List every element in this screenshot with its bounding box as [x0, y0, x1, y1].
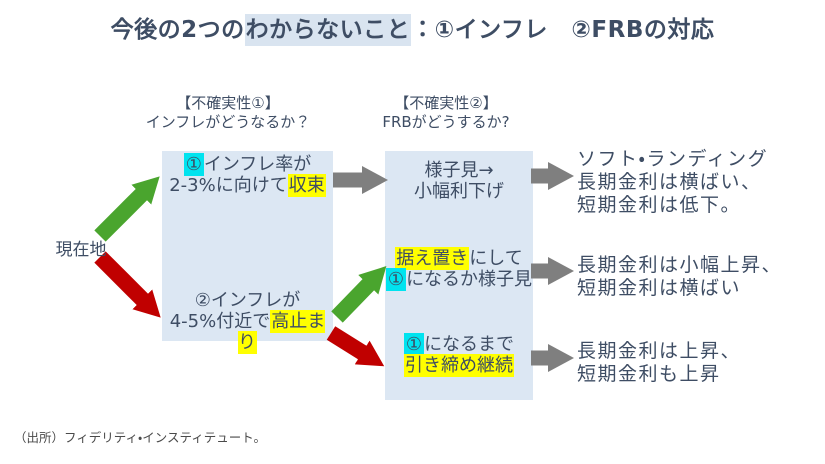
outcome1-text: ソフト・ランディング長期金利は横ばい、短期金利は低下。	[577, 148, 768, 217]
text-line: 据え置きにして	[395, 247, 523, 270]
text-line: 小幅利下げ	[414, 181, 504, 202]
text-line: 様子見→	[424, 160, 494, 181]
uncertainty1-header: 【不確実性①】 インフレがどうなるか？	[118, 94, 338, 132]
red-arrow-scenario2-to-tighten	[326, 326, 385, 367]
green-arrow-scenario2-to-hold	[331, 266, 387, 323]
page-title: 今後の2つのわからないこと：①インフレ ②FRBの対応	[0, 10, 825, 46]
text-line: 長期金利は横ばい、	[577, 171, 762, 193]
text-line: 引き締め継続	[404, 354, 514, 377]
source-note: （出所）フィデリティ・インスティテュート。	[14, 430, 267, 445]
red-arrow-current-to-scenario2	[94, 251, 161, 318]
uncertainty1-header-line1: 【不確実性①】	[176, 94, 280, 112]
uncertainty2-header-line1: 【不確実性②】	[394, 94, 498, 112]
text-line: ソフト・ランディング	[577, 148, 769, 170]
text-line: 短期金利は低下。	[577, 194, 742, 216]
title-pre: 今後の2つの	[110, 17, 245, 43]
frb-response1-text: 様子見→小幅利下げ	[385, 160, 533, 202]
green-arrow-current-to-scenario1	[94, 176, 160, 242]
uncertainty2-header-line2: FRBがどうするか?	[382, 113, 510, 131]
title-post: ：①インフレ ②FRBの対応	[411, 17, 715, 43]
uncertainty1-header-line2: インフレがどうなるか？	[145, 113, 311, 131]
text-line: 2-3%に向けて収束	[169, 174, 326, 197]
text-line: 長期金利は上昇、	[577, 340, 742, 362]
uncertainty2-header: 【不確実性②】 FRBがどうするか?	[336, 94, 556, 132]
outcome3-text: 長期金利は上昇、短期金利も上昇	[577, 340, 741, 386]
text-line: 短期金利は横ばい	[577, 277, 742, 299]
current-location-label: 現在地	[55, 240, 107, 260]
text-line: 4-5%付近で高止まり	[169, 310, 326, 354]
text-line: 長期金利は小幅上昇、	[577, 254, 783, 276]
text-line: ②インフレが	[194, 290, 301, 311]
outcome2-text: 長期金利は小幅上昇、短期金利は横ばい	[577, 254, 782, 300]
text-line: 短期金利も上昇	[577, 363, 721, 385]
title-highlighted-phrase: わからないこと	[244, 14, 412, 46]
